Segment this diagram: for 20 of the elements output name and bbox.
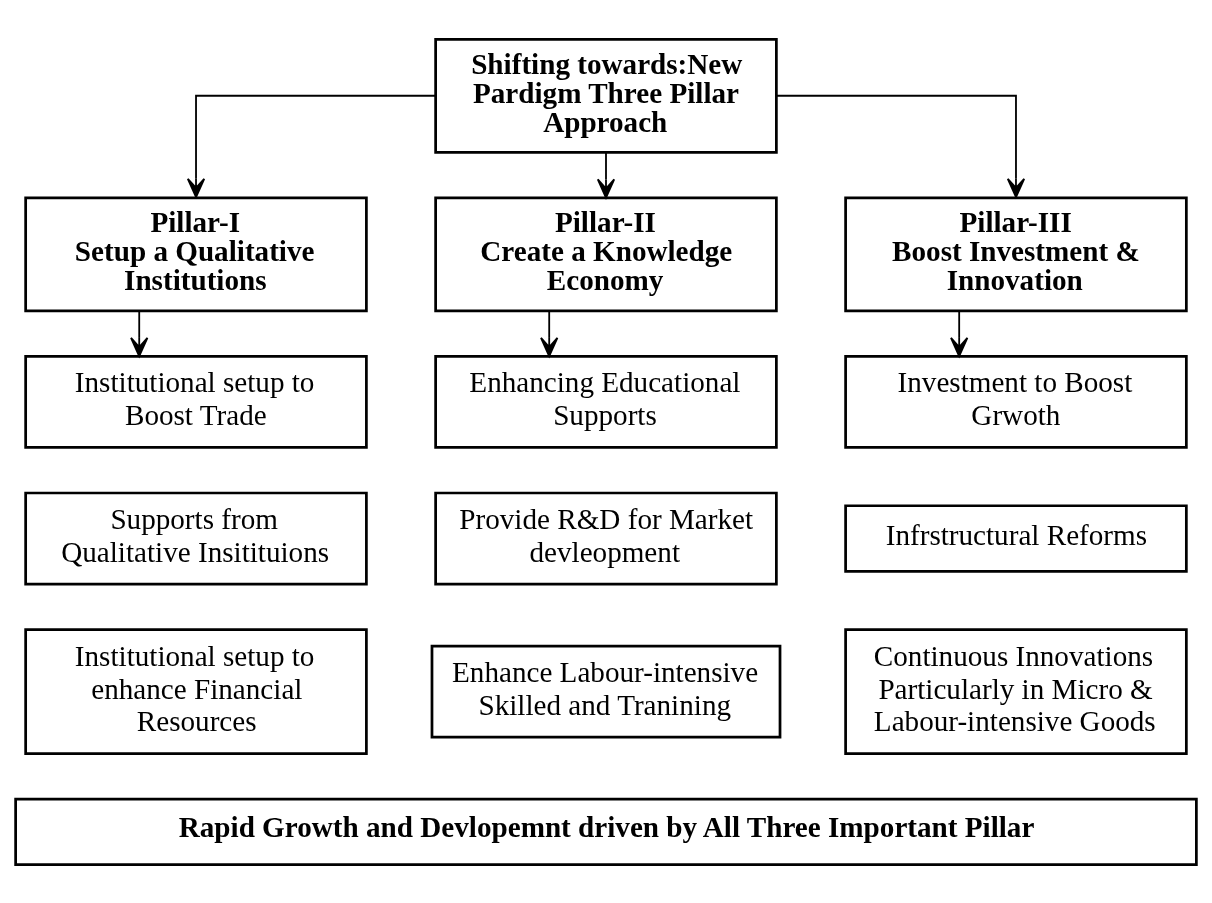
node-box: Investment to Boost Grwoth xyxy=(844,354,1188,449)
arrow xyxy=(540,309,559,357)
node-box: Enhance Labour-intensive Skilled and Tranining xyxy=(430,644,782,739)
node-box: Shifting towards:New Pardigm Three Pillar Approach xyxy=(434,37,778,154)
node-box: Institutional setup to enhance Financial Resources xyxy=(24,627,368,755)
node-box: Institutional setup to Boost Trade xyxy=(24,354,368,449)
node-box: Provide R&D for Market devleopment xyxy=(434,491,778,585)
arrow xyxy=(950,309,969,357)
node-box: Infrstructural Reforms xyxy=(844,503,1188,573)
arrow xyxy=(130,309,149,357)
arrow xyxy=(186,94,436,198)
node-box: Pillar-I Setup a Qualitative Institutions xyxy=(24,195,368,312)
arrow xyxy=(776,94,1026,198)
node-box: Supports from Qualitative Insitituions xyxy=(24,491,368,585)
node-box: Rapid Growth and Devlopemnt driven by All Three Important Pillar xyxy=(14,797,1198,866)
arrow xyxy=(596,151,616,199)
node-box: Continuous Innovations Particularly in Micro & Labour-intensive Goods xyxy=(844,627,1188,755)
node-box: Enhancing Educational Supports xyxy=(434,354,778,449)
node-box: Pillar-III Boost Investment & Innovation xyxy=(844,195,1188,312)
node-box: Pillar-II Create a Knowledge Economy xyxy=(434,195,778,312)
